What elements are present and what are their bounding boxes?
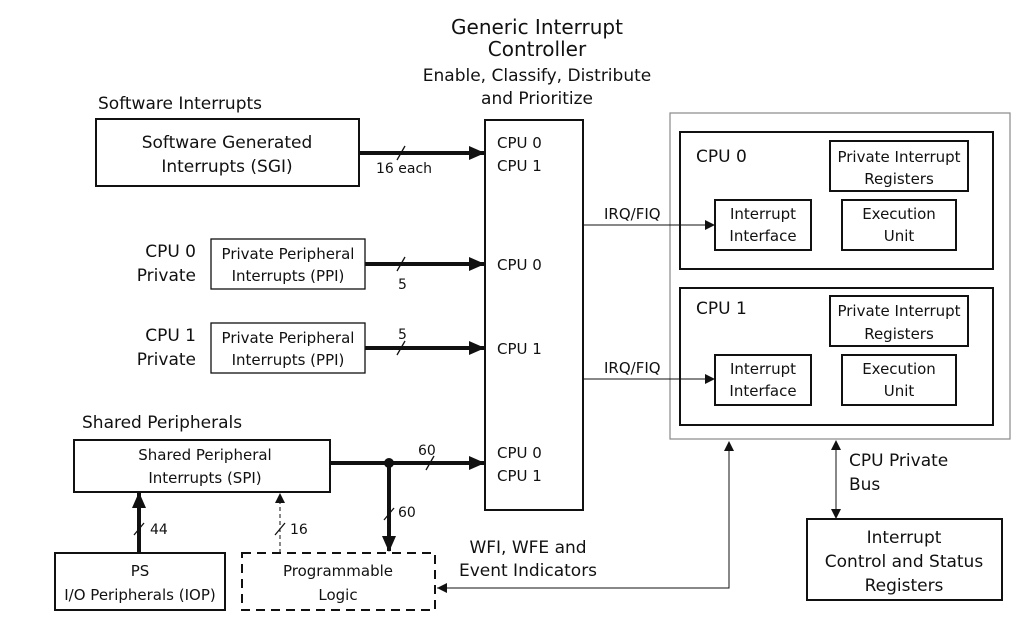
spi-bus-slash [425, 455, 435, 471]
gic-sgi-cpu0: CPU 0 [497, 134, 542, 152]
wfi-label-line1: WFI, WFE and [469, 538, 586, 558]
gic-spi-cpu1: CPU 1 [497, 467, 542, 485]
software-interrupts-heading: Software Interrupts [98, 94, 262, 114]
ppi0-bus-slash [396, 256, 406, 272]
cpu0-exec-unit-line2: Unit [884, 227, 915, 245]
sgi-bus-slash [396, 145, 406, 161]
cpu1-private-regs-line2: Registers [864, 325, 934, 343]
control-status-line2: Control and Status [825, 552, 984, 572]
cpu1-interface-line2: Interface [729, 382, 796, 400]
cpu1-interface-box [714, 354, 812, 406]
cpu-private-bus-line2: Bus [849, 475, 880, 495]
gic-ppi0-cpu0: CPU 0 [497, 256, 542, 274]
control-status-box [806, 518, 1003, 601]
sgi-box-line2: Interrupts (SGI) [161, 157, 292, 177]
cpu0-exec-unit-box [841, 199, 957, 251]
ppi1-bus-label: 5 [398, 327, 407, 343]
wfi-event-line [437, 441, 734, 589]
cpu1-exec-unit-box [841, 354, 957, 406]
programmable-logic-line2: Logic [318, 586, 357, 604]
diagram-subtitle-line2: and Prioritize [481, 89, 593, 109]
pl-bus-label: 60 [398, 505, 416, 521]
cpu-private-bus-line1: CPU Private [849, 451, 948, 471]
cpu0-private-regs-line2: Registers [864, 170, 934, 188]
cpu1-box [679, 287, 994, 426]
cpu0-box [679, 131, 994, 270]
pl-bus-slash [383, 507, 395, 521]
cpu0-name: CPU 0 [696, 147, 747, 167]
cpu1-private-line2: Private [137, 350, 196, 370]
ppi0-box-line1: Private Peripheral [222, 245, 355, 263]
irq-fiq-label-1: IRQ/FIQ [604, 359, 661, 377]
cpu1-exec-unit-line1: Execution [862, 360, 936, 378]
cpu1-name: CPU 1 [696, 299, 747, 319]
pl-to-spi-label: 16 [290, 522, 308, 538]
spi-box-line1: Shared Peripheral [138, 446, 271, 464]
cpu1-private-regs-line1: Private Interrupt [837, 302, 960, 320]
ppi1-box-line2: Interrupts (PPI) [232, 351, 345, 369]
cpu0-interface-line1: Interrupt [730, 205, 796, 223]
iop-bus-label: 44 [150, 522, 168, 538]
control-status-line1: Interrupt [867, 528, 942, 548]
cpu-cluster-box [669, 112, 1011, 440]
wfi-label-line2: Event Indicators [459, 561, 597, 581]
cpu0-private-line1: CPU 0 [145, 242, 196, 262]
spi-box [73, 439, 331, 493]
gic-spi-cpu0: CPU 0 [497, 444, 542, 462]
cpu0-interface-box [714, 199, 812, 251]
cpu0-private-regs-box [829, 140, 969, 192]
ps-iop-box-line2: I/O Peripherals (IOP) [64, 586, 215, 604]
control-status-line3: Registers [865, 576, 944, 596]
cpu0-private-regs-line1: Private Interrupt [837, 148, 960, 166]
cpu0-interface-line2: Interface [729, 227, 796, 245]
ppi0-bus-label: 5 [398, 277, 407, 293]
diagram-title-line1: Generic Interrupt [451, 15, 623, 39]
iop-bus-slash [133, 522, 145, 536]
sgi-bus-label: 16 each [376, 161, 432, 177]
gic-sgi-cpu1: CPU 1 [497, 157, 542, 175]
cpu1-private-line1: CPU 1 [145, 326, 196, 346]
cpu0-private-line2: Private [137, 266, 196, 286]
spi-bus-label: 60 [418, 443, 436, 459]
shared-peripherals-heading: Shared Peripherals [82, 413, 242, 433]
programmable-logic-box [241, 552, 436, 611]
cpu1-private-regs-box [829, 295, 969, 347]
ps-iop-box-line1: PS [131, 562, 150, 580]
ppi1-bus-slash [396, 340, 406, 356]
gic-box [484, 119, 584, 511]
diagram-subtitle-line1: Enable, Classify, Distribute [423, 66, 651, 86]
diagram-title-line2: Controller [488, 37, 587, 61]
cpu1-exec-unit-line2: Unit [884, 382, 915, 400]
spi-box-line2: Interrupts (SPI) [148, 469, 261, 487]
irq-fiq-label-0: IRQ/FIQ [604, 205, 661, 223]
sgi-box-line1: Software Generated [142, 133, 313, 153]
programmable-logic-line1: Programmable [283, 562, 393, 580]
cpu0-exec-unit-line1: Execution [862, 205, 936, 223]
cpu1-interface-line1: Interrupt [730, 360, 796, 378]
gic-ppi1-cpu1: CPU 1 [497, 340, 542, 358]
pl-to-spi-slash [274, 522, 286, 536]
ppi0-box-line2: Interrupts (PPI) [232, 267, 345, 285]
ppi1-box-line1: Private Peripheral [222, 329, 355, 347]
